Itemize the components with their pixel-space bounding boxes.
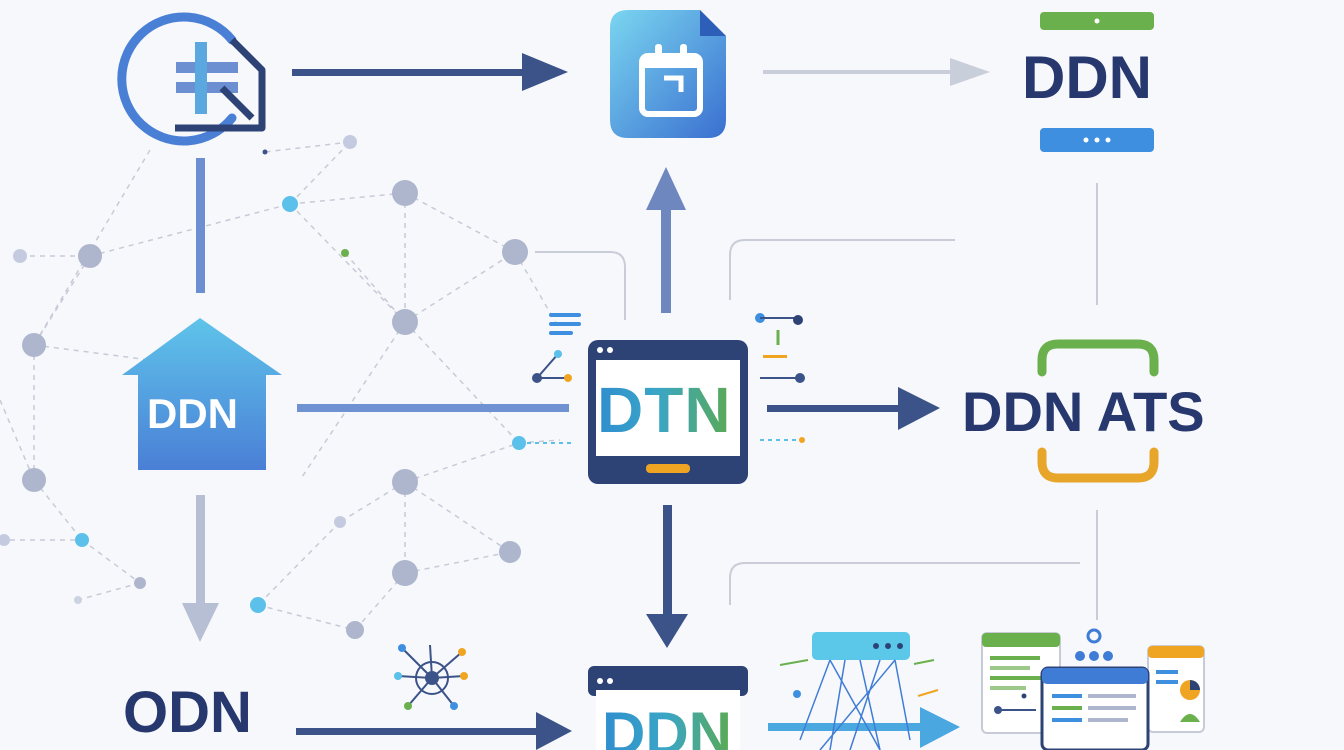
dtn-center-label: DTN [597, 378, 732, 442]
background-network [0, 141, 561, 631]
certificate-document-icon [117, 12, 266, 146]
ddn-bottom-center-text: DDN [602, 704, 732, 750]
dtn-center-text: DTN [597, 374, 732, 446]
dashboard-windows-icon [981, 628, 1205, 750]
ddn-bottom-center-label: DDN [602, 704, 732, 750]
thin-connectors [535, 183, 1098, 620]
file-calendar-icon [610, 10, 726, 138]
ddn-house-label: DDN [147, 390, 238, 437]
flow-arrows [182, 53, 990, 750]
server-stack-icon [1040, 12, 1154, 152]
house-icon [122, 318, 282, 470]
network-hub-icon [394, 644, 468, 710]
bottom-window-icon [588, 666, 748, 750]
ddn-top-right-label: DDN [1022, 44, 1152, 111]
switch-mesh-icon [779, 632, 939, 750]
odn-label: ODN [123, 680, 252, 745]
bracket-frame-icon [1037, 339, 1159, 483]
network-nodes [0, 135, 528, 639]
monitor-decorations [527, 313, 805, 444]
monitor-icon [588, 340, 748, 484]
ddn-ats-label: DDN ATS [962, 380, 1205, 443]
